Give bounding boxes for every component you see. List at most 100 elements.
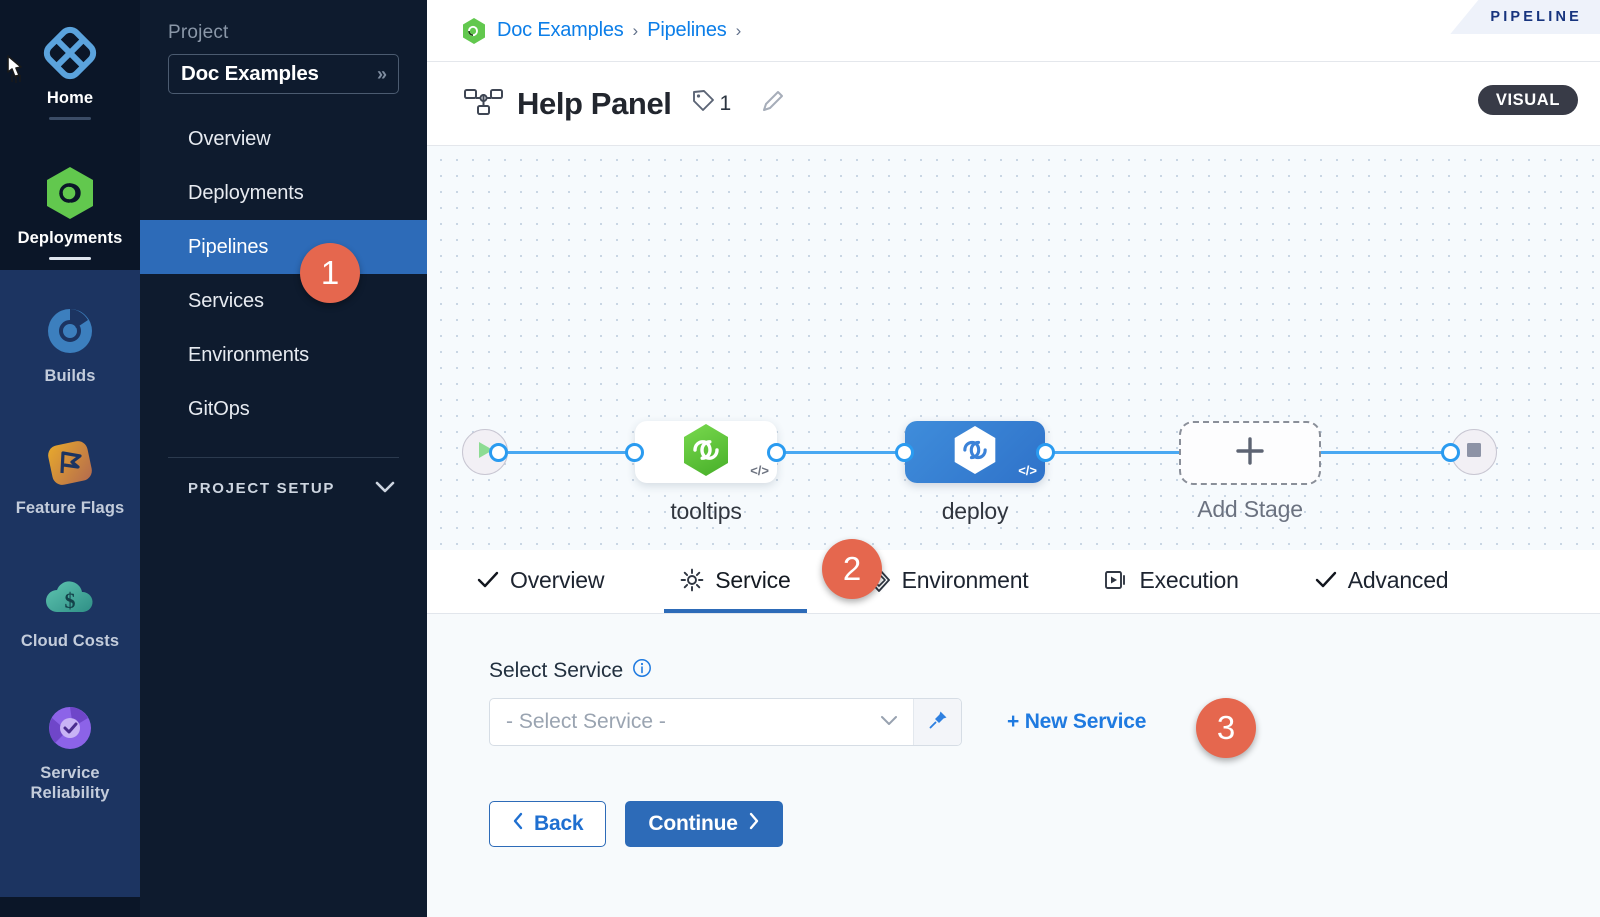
rail-label-cloud-costs: Cloud Costs [20,631,120,650]
tab-label: Environment [901,566,1029,593]
harness-hexagon-icon [461,17,487,45]
rail-item-deployments[interactable]: Deployments [0,130,140,270]
mode-badge-label: VISUAL [1495,90,1560,109]
rail-label-home: Home [46,89,94,107]
code-brackets-icon[interactable]: </> [1018,463,1037,478]
rail-label-service-reliability: Service Reliability [4,763,136,803]
rail-item-feature-flags[interactable]: Feature Flags [0,396,140,528]
node-port[interactable] [895,443,914,462]
project-setup-label: PROJECT SETUP [188,479,336,497]
breadcrumb-link-project[interactable]: Doc Examples [497,19,624,41]
node-port[interactable] [1036,443,1055,462]
svg-text:$: $ [65,588,76,613]
tab-label: Service [715,566,791,593]
continue-button[interactable]: Continue [625,801,783,847]
sidebar-label: Overview [188,127,271,150]
pipeline-corner-banner: PIPELINE [1450,0,1600,34]
pipeline-stage-tooltips[interactable]: </> [635,421,777,483]
home-diamond-icon [41,24,99,82]
sidebar-label: GitOps [188,397,250,420]
cloud-costs-icon: $ [41,567,99,625]
rail-label-text: Service Reliability [30,763,110,802]
project-selector[interactable]: Doc Examples » [168,54,399,94]
breadcrumb: Doc Examples › Pipelines › PIPELINE [427,0,1600,62]
node-port[interactable] [767,443,786,462]
tag-icon [690,88,716,119]
code-brackets-icon[interactable]: </> [750,463,769,478]
sidebar-label: Environments [188,343,310,366]
stop-square-icon [1464,440,1484,465]
rail-underline [49,257,91,261]
step-badge-1: 1 [300,243,360,303]
sidebar-item-environments[interactable]: Environments [140,328,427,382]
pencil-icon[interactable] [759,88,786,120]
service-reliability-icon [41,699,99,757]
sidebar-item-project-setup[interactable]: PROJECT SETUP [140,478,427,498]
project-section-label: Project [168,22,229,43]
pipeline-stage-label-deploy: deploy [941,498,1009,524]
check-icon [1315,570,1337,590]
sidebar-item-overview[interactable]: Overview [140,112,427,166]
rail-item-home[interactable]: Home [0,10,140,130]
step-badge-2: 2 [822,539,882,599]
connector-wire [1052,451,1187,454]
pipeline-nodes-icon [461,84,507,124]
tab-label: Execution [1139,566,1239,593]
connector-wire [482,451,682,454]
select-service-placeholder: - Select Service - [506,710,666,733]
chevron-down-icon [879,713,899,731]
sidebar-item-deployments[interactable]: Deployments [140,166,427,220]
tab-environment[interactable]: Environment [851,551,1045,613]
pipeline-stage-deploy[interactable]: </> [905,421,1045,483]
tab-overview[interactable]: Overview [461,551,620,613]
sidebar-divider [168,457,399,458]
sidebar-item-pipelines[interactable]: Pipelines [140,220,427,274]
tag-badge[interactable]: 1 [690,88,732,119]
rail-underline [49,117,91,121]
info-icon[interactable] [632,658,652,684]
play-box-icon [1104,569,1128,591]
breadcrumb-separator: › [735,20,742,40]
pipeline-canvas[interactable]: </> tooltips </> deploy [427,146,1600,550]
node-port[interactable] [625,443,644,462]
tag-count: 1 [719,91,732,115]
tab-execution[interactable]: Execution [1088,551,1254,613]
wizard-buttons: Back Continue [489,801,1600,847]
pin-service-button[interactable] [913,699,961,745]
add-stage-button[interactable] [1179,421,1321,485]
sidebar-item-services[interactable]: Services [140,274,427,328]
breadcrumb-link-pipelines[interactable]: Pipelines [647,19,727,41]
pipeline-stage-label-tooltips: tooltips [670,498,742,524]
tab-service[interactable]: Service [664,551,807,613]
plus-icon [1232,433,1268,474]
pin-icon [927,709,949,736]
module-rail: Home Deployments [0,0,140,917]
select-service-dropdown[interactable]: - Select Service - [489,698,962,746]
connector-wire [1312,451,1467,454]
select-service-label: Select Service [489,658,1600,684]
node-port[interactable] [489,443,508,462]
rail-item-cloud-costs[interactable]: $ Cloud Costs [0,529,140,661]
new-service-link[interactable]: + New Service [1007,710,1147,733]
rail-item-service-reliability[interactable]: Service Reliability [0,661,140,813]
deployments-hexagon-icon [41,164,99,222]
mode-badge-visual[interactable]: VISUAL [1477,85,1578,115]
pipeline-corner-label: PIPELINE [1490,9,1582,25]
continue-button-label: Continue [648,812,738,835]
select-service-input[interactable]: - Select Service - [490,699,913,745]
chevron-left-icon [512,812,524,836]
chevron-right-icon [748,812,760,836]
select-service-label-text: Select Service [489,659,624,682]
back-button[interactable]: Back [489,801,607,847]
rail-item-builds[interactable]: Builds [0,284,140,396]
select-service-row: - Select Service - [489,698,1600,746]
project-selector-name: Doc Examples [181,62,319,85]
check-icon [477,570,499,590]
rail-group-secondary: Builds Feature Flags [0,270,140,898]
node-port[interactable] [1441,443,1460,462]
rail-label-builds: Builds [44,367,96,386]
sidebar-item-gitops[interactable]: GitOps [140,382,427,436]
service-config-panel: Select Service - Select Service - [427,614,1600,917]
tab-advanced[interactable]: Advanced [1299,551,1465,613]
